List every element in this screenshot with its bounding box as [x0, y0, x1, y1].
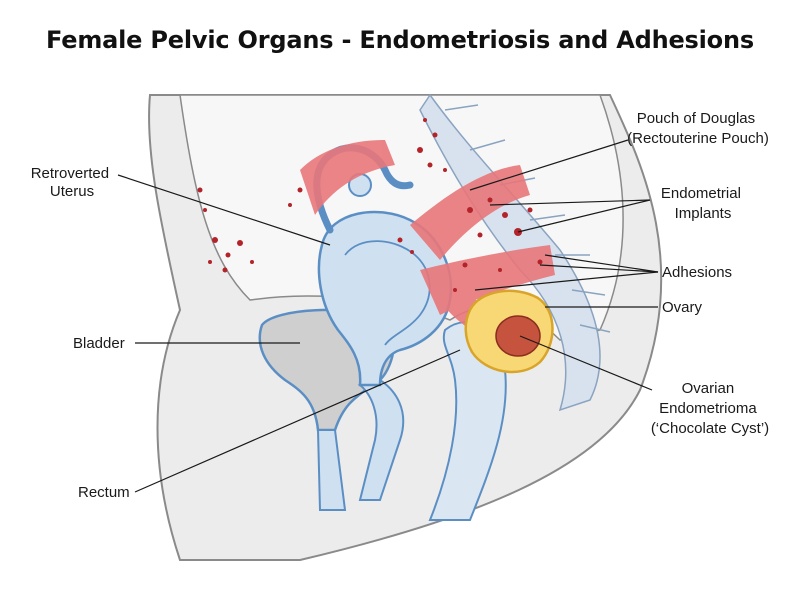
label-adhesions: Adhesions: [662, 264, 732, 281]
diagram-title: Female Pelvic Organs - Endometriosis and…: [46, 26, 754, 54]
label-bladder: Bladder: [73, 335, 125, 352]
vaginal-canal: [357, 378, 405, 501]
label-pouch-of-douglas: Pouch of Douglas (Rectouterine Pouch): [627, 110, 769, 147]
label-ovary: Ovary: [662, 299, 703, 316]
endometrial-implants: [197, 118, 543, 292]
label-retroverted-uterus: Retroverted Uterus: [31, 165, 114, 200]
leader-lines: [117, 139, 659, 493]
label-ovarian-endometrioma: Ovarian Endometrioma (‘Chocolate Cyst’): [651, 380, 769, 437]
retroverted-uterus-shape: [317, 210, 453, 387]
chocolate-cyst-shape: [495, 315, 541, 357]
label-rectum: Rectum: [78, 484, 130, 501]
label-endometrial-implants: Endometrial Implants: [661, 185, 745, 222]
ovary-with-endometrioma: [464, 289, 554, 374]
